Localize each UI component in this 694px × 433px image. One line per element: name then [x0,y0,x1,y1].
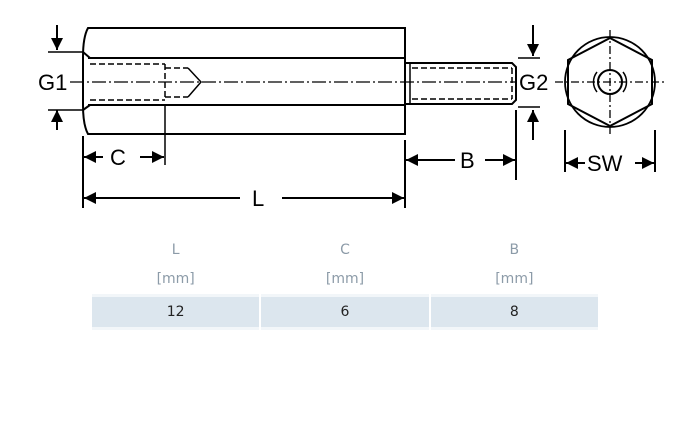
units-row: [mm] [mm] [mm] [92,264,598,294]
unit-b: [mm] [495,271,534,287]
header-c: C [340,242,350,258]
label-g1: G1 [38,70,67,95]
label-l: L [252,186,264,211]
value-l: 12 [92,294,260,330]
label-sw: SW [587,151,623,176]
header-l: L [171,242,180,258]
value-b: 8 [430,294,598,330]
header-row: L C B [92,236,598,264]
dimensions-table: L C B [mm] [mm] [mm] 12 6 8 [90,236,600,330]
standoff-technical-drawing: G1 G2 C B L SW [38,25,665,211]
label-c: C [110,145,126,170]
unit-l: [mm] [156,271,195,287]
header-b: B [509,242,520,258]
label-g2: G2 [519,70,548,95]
hex-body [82,27,406,135]
unit-c: [mm] [325,271,365,287]
threaded-stud [405,62,517,105]
table-row: 12 6 8 [92,294,598,330]
value-c: 6 [261,294,429,330]
label-b: B [460,148,475,173]
